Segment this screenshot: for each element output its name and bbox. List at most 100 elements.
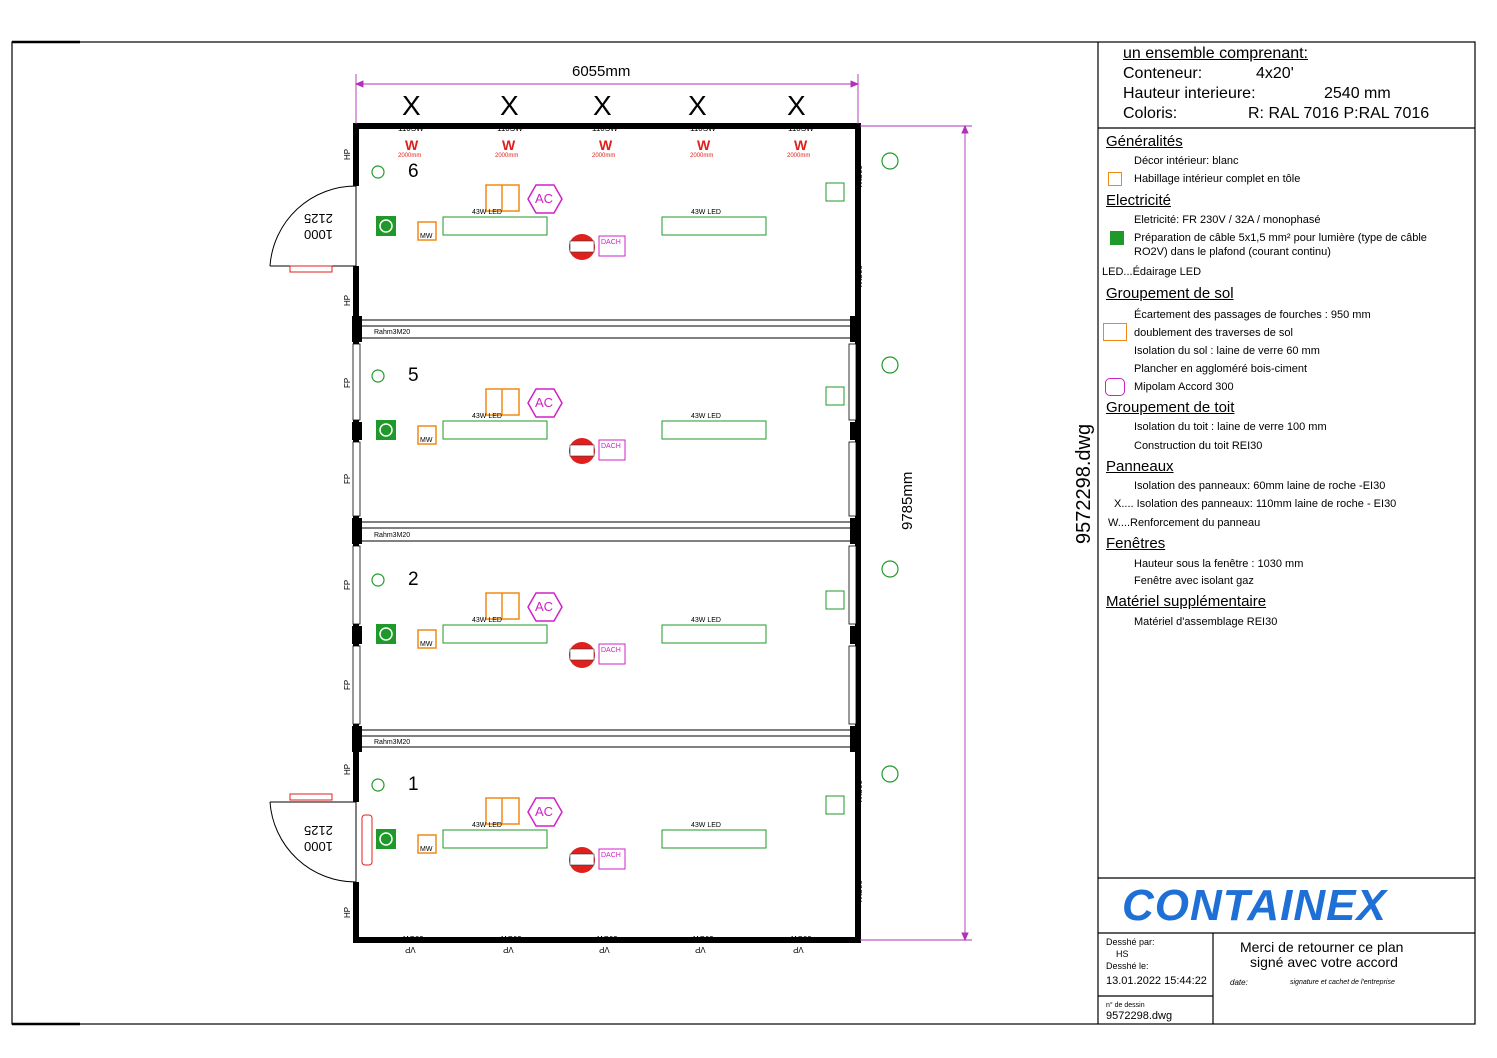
tb-row-value: R: RAL 7016 P:RAL 7016 [1248,105,1430,122]
ac-label: AC [535,395,554,410]
tb-row-label: Hauteur interieure: [1123,85,1256,102]
window-height: 2000mm [787,153,811,159]
section-item: RO2V) dans le plafond (courant continu) [1134,246,1331,258]
section-item: Eletricité: FR 230V / 32A / monophasé [1134,214,1321,226]
section-item: Matériel d'assemblage REI30 [1134,616,1278,628]
led-label: 43W LED [691,822,721,829]
section-item: X.... Isolation des panneaux: 110mm lain… [1114,498,1397,510]
microwave-icon [417,221,437,241]
ac-label: AC [535,804,554,819]
section-item: Mipolam Accord 300 [1134,381,1234,393]
width-dimension [354,74,860,124]
electric-panel-icon [376,216,396,236]
door-room-1 [269,793,373,883]
led-light-icon [661,216,767,236]
window-mark: W [794,137,808,153]
dach-label: DACH [601,852,621,859]
section-title: Fenêtres [1106,535,1166,552]
section-item: Plancher en aggloméré bois-ciment [1134,363,1308,375]
section-item: Isolation du sol : laine de verre 60 mm [1134,345,1320,357]
company-logo: CONTAINEX [1122,881,1387,930]
section-item: W....Renforcement du panneau [1108,517,1261,529]
section-title: Electricité [1106,192,1172,209]
window-height: 2000mm [495,153,519,159]
led-label: 43W LED [472,822,502,829]
led-label: 43W LED [691,413,721,420]
panel-x-mark: X [402,90,421,121]
wall-label-top: 110SW [788,124,814,133]
dach-label-box [598,235,626,257]
section-title: Panneaux [1106,458,1174,475]
window-mark: W [502,137,516,153]
date-label: date: [1230,978,1248,987]
wall-label-top: 110SW [497,124,523,133]
led-label: 43W LED [472,413,502,420]
beam-doubling-icon [1103,323,1127,341]
ac-label: AC [535,599,554,614]
tb-row-label: Conteneur: [1123,65,1203,82]
height-dimension [860,124,972,942]
room-number-2: 2 [408,569,419,590]
tb-row-value: 4x20' [1256,65,1294,82]
dach-label: DACH [601,239,621,246]
return-note-1: Merci de retourner ce plan [1240,939,1404,955]
tb-intro: un ensemble comprenant: [1123,45,1308,62]
ac-label: AC [535,191,554,206]
light-switch-icon [371,165,385,179]
panel-x-mark: X [500,90,519,121]
tb-row-label: Coloris: [1123,105,1178,122]
section-title: Matériel supplémentaire [1106,593,1267,610]
window-mark: W [599,137,613,153]
section-item: Isolation du toit : laine de verre 100 m… [1134,421,1327,433]
section-item: doublement des traverses de sol [1134,327,1293,339]
socket-icon [825,182,845,202]
cable-prep-icon [1110,231,1124,245]
led-label: 43W LED [472,617,502,624]
drawing-no-label: n° de dessin [1106,1002,1145,1009]
room-number-1: 1 [408,774,419,795]
wall-label-top: 110SW [592,124,618,133]
section-item: Préparation de câble 5x1,5 mm² pour lumi… [1134,232,1427,244]
led-light-icon [442,216,548,236]
window-height: 2000mm [398,153,422,159]
drawn-by: HS [1116,949,1129,959]
section-item: Écartement des passages de fourches : 95… [1134,309,1371,321]
drawn-on-label: Desshé le: [1106,961,1149,971]
led-label: 43W LED [472,209,502,216]
section-item: Décor intérieur: blanc [1134,155,1239,167]
section-item: Isolation des panneaux: 60mm laine de ro… [1134,480,1386,492]
panel-x-mark: X [593,90,612,121]
beam-label: Rahm3M20 [374,739,411,746]
drawn-by-label: Desshé par: [1106,937,1155,947]
beam-label: Rahm3M20 [374,329,411,336]
earth-icon [881,152,899,170]
window-mark: W [405,137,419,153]
sheet-border [11,41,1476,1025]
led-label: 43W LED [691,209,721,216]
mipolam-icon [1105,378,1125,396]
wall-label-top: 110SW [690,124,716,133]
window-mark: W [697,137,711,153]
section-title: Généralités [1106,133,1183,150]
tb-row-value: 2540 mm [1324,85,1391,102]
title-block-frame [1097,42,1475,1024]
wall-label-top: 110SW [398,124,424,133]
cladding-icon [1108,172,1122,186]
mw-label: MW [420,437,433,444]
led-label: 43W LED [691,617,721,624]
section-title: Groupement de sol [1106,285,1234,302]
window-height: 2000mm [592,153,616,159]
section-item: Hauteur sous la fenêtre : 1030 mm [1134,558,1304,570]
mw-label: MW [420,641,433,648]
mw-label: MW [420,233,433,240]
door-room-6 [269,185,357,273]
width-dimension-label: 6055mm [572,63,631,80]
beam-label: Rahm3M20 [374,532,411,539]
dach-label: DACH [601,443,621,450]
room-number-5: 5 [408,365,419,386]
section-item: Habillage intérieur complet en tôle [1134,173,1301,185]
section-item: Construction du toit REI30 [1134,440,1263,452]
drawn-on: 13.01.2022 15:44:22 [1106,975,1207,987]
panel-x-mark: X [787,90,806,121]
